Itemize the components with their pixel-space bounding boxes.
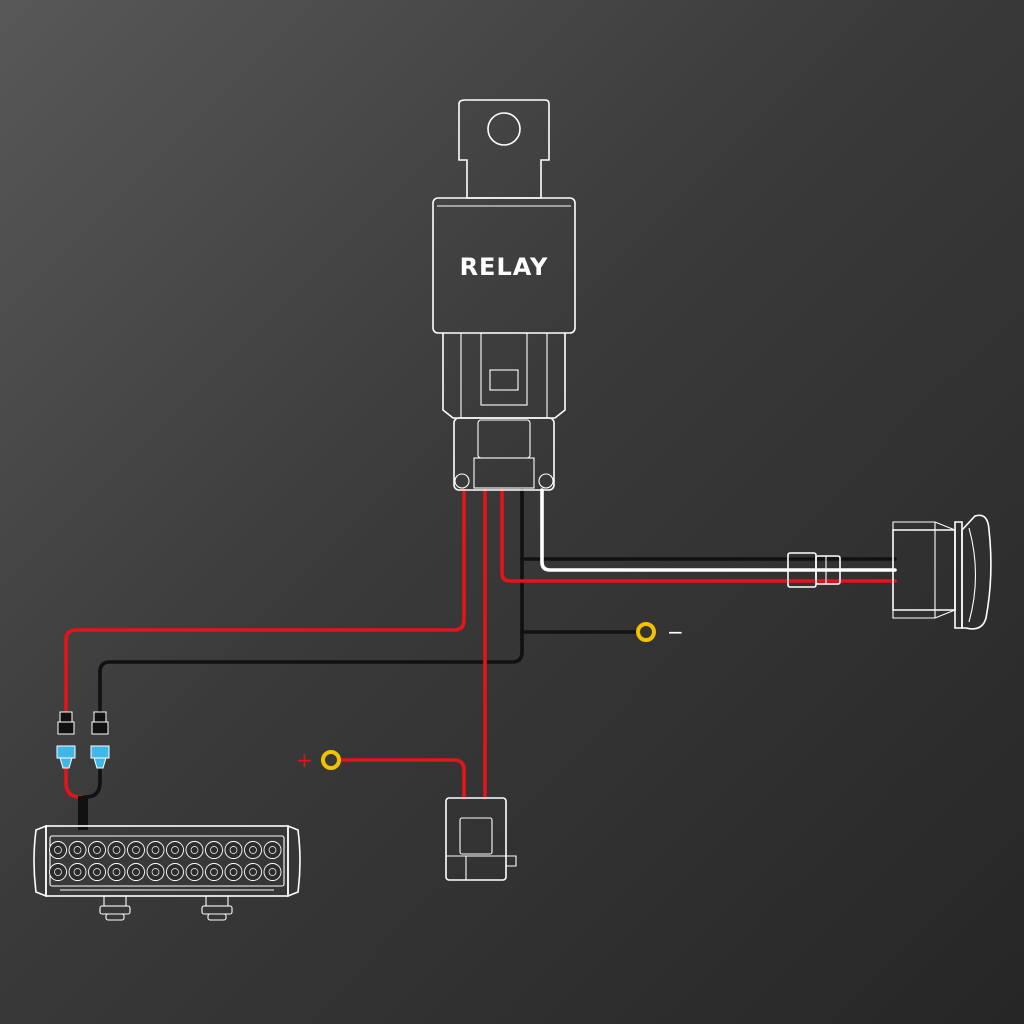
led-lens-center — [210, 846, 218, 854]
led-lens — [68, 841, 87, 859]
rocker-switch-bezel — [954, 521, 963, 629]
rocker-switch-icon — [787, 514, 992, 630]
wire-black-lightbar-lead — [82, 763, 102, 799]
wire-black-relay-to-switch — [520, 488, 897, 561]
wire-red-relay-to-switch — [500, 488, 897, 583]
led-lens-center — [73, 846, 82, 854]
led-lens — [49, 863, 67, 881]
led-lens — [205, 841, 223, 859]
wire-black-to-lightbar — [98, 557, 524, 714]
led-lens — [166, 863, 184, 881]
led-lens-center — [229, 846, 238, 854]
led-lens-center — [268, 868, 277, 876]
led-lens-center — [112, 868, 121, 876]
relay-icon: RELAY — [432, 99, 576, 491]
led-lens-center — [171, 868, 179, 876]
wires — [64, 488, 897, 830]
ring-terminal-icon — [636, 622, 656, 642]
led-lens — [185, 841, 204, 859]
led-lens-center — [151, 846, 160, 854]
led-lens — [244, 841, 262, 859]
led-lens — [107, 863, 126, 881]
relay-mount-hole — [487, 112, 521, 146]
led-lens — [263, 841, 282, 859]
ring-terminal-icon — [321, 750, 341, 770]
led-lens-center — [93, 846, 101, 854]
led-lens — [68, 863, 87, 881]
wire-white-relay-to-switch — [540, 488, 897, 572]
light-bar-bracket-right — [201, 895, 233, 921]
led-lens-center — [93, 868, 101, 876]
led-lens-center — [190, 868, 199, 876]
led-lens — [146, 841, 165, 859]
connector-positive-male — [57, 711, 75, 735]
connector-negative-female — [90, 745, 110, 769]
led-lens-center — [171, 846, 179, 854]
fuse-holder-body — [445, 797, 507, 881]
light-bar-housing — [45, 825, 289, 897]
positive-sign: + — [296, 748, 313, 772]
rocker-switch-paddle — [961, 514, 992, 630]
light-bar-bracket-left — [99, 895, 131, 921]
led-lens — [224, 863, 243, 881]
led-lens-center — [132, 846, 140, 854]
led-lens — [224, 841, 243, 859]
led-lens-center — [73, 868, 82, 876]
lightbar-cable — [78, 796, 88, 830]
led-lens — [107, 841, 126, 859]
led-lens-center — [268, 846, 277, 854]
led-lens — [244, 863, 262, 881]
fuse-holder-icon — [445, 797, 517, 881]
led-lens — [88, 863, 106, 881]
rocker-switch-body — [892, 529, 956, 611]
led-lens-center — [229, 868, 238, 876]
led-lens — [88, 841, 106, 859]
wire-red-battery-to-fuse — [338, 758, 466, 800]
led-lens-center — [249, 868, 257, 876]
relay-mounting-tab — [458, 99, 550, 199]
negative-sign: − — [667, 620, 684, 644]
led-lens — [263, 863, 282, 881]
led-lens — [146, 863, 165, 881]
light-bar-leds — [49, 841, 282, 881]
led-lens-center — [54, 868, 62, 876]
led-lens — [49, 841, 67, 859]
led-lens-center — [210, 868, 218, 876]
led-lens-center — [132, 868, 140, 876]
relay-label: RELAY — [460, 253, 549, 281]
led-lens-center — [151, 868, 160, 876]
relay-socket — [453, 417, 555, 491]
connector-positive-female — [56, 745, 76, 769]
led-lens — [166, 841, 184, 859]
wire-red-lightbar-lead — [64, 763, 84, 799]
led-lens — [127, 841, 145, 859]
wire-red-relay-to-lightbar — [64, 488, 466, 714]
led-light-bar-icon — [33, 824, 301, 921]
negative-terminal: − — [636, 620, 684, 644]
led-lens — [127, 863, 145, 881]
led-lens — [205, 863, 223, 881]
led-lens-center — [249, 846, 257, 854]
connector-negative-male — [91, 711, 109, 735]
led-lens-center — [190, 846, 199, 854]
led-lens-center — [112, 846, 121, 854]
lightbar-connectors — [56, 711, 110, 769]
led-lens — [185, 863, 204, 881]
led-lens-center — [54, 846, 62, 854]
positive-terminal: + — [296, 748, 341, 772]
